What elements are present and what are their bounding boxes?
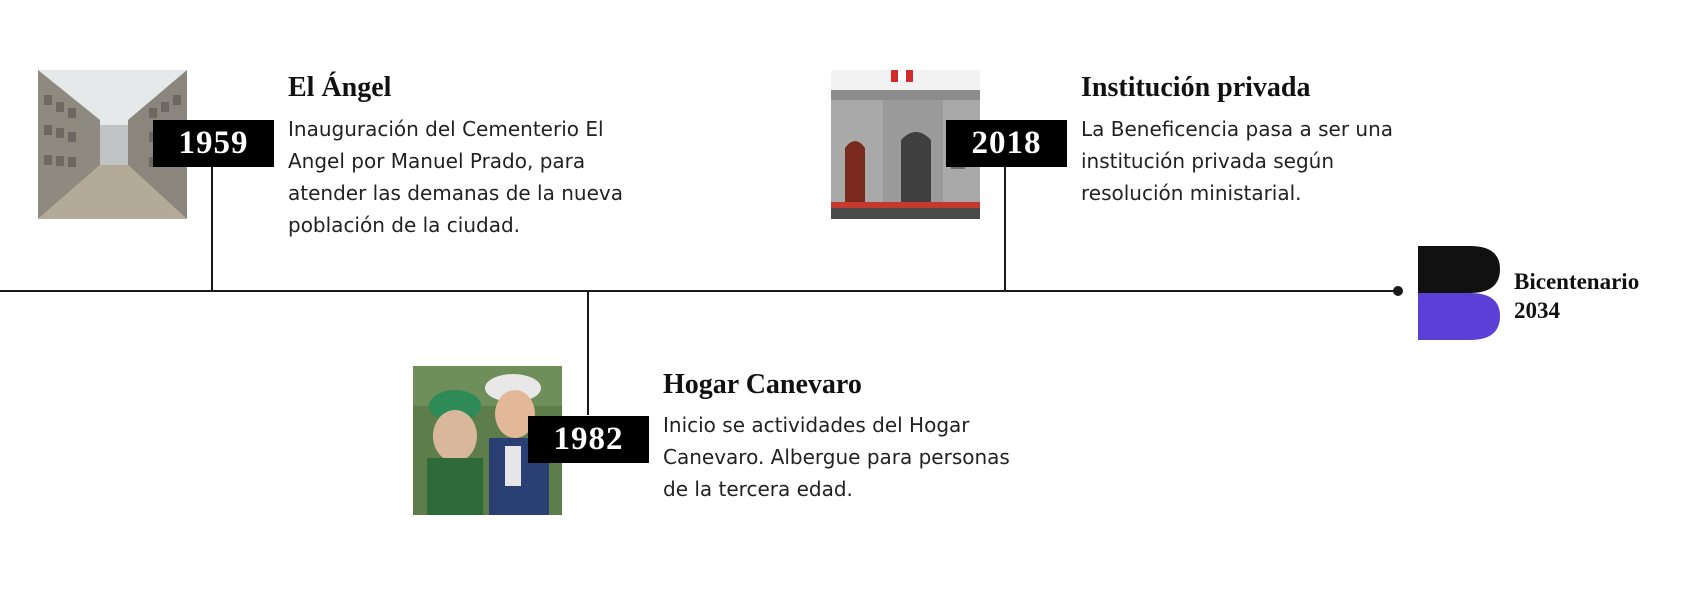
timeline-end-dot — [1393, 286, 1403, 296]
cemetery-photo — [38, 70, 187, 219]
event-title-2018: Institución privada — [1081, 72, 1311, 103]
event-description-1959: Inauguración del Cementerio El Angel por… — [288, 117, 623, 237]
brand-name: Bicentenario 2034 — [1514, 267, 1639, 325]
elderly-couple-photo — [413, 366, 562, 515]
year-badge-2018: 2018 — [946, 120, 1067, 167]
bicentenario-logo-icon — [1418, 246, 1500, 345]
connector-2018 — [1004, 166, 1006, 291]
connector-1982 — [587, 291, 589, 415]
brand-line-1: Bicentenario — [1514, 269, 1640, 294]
event-description-2018: La Beneficencia pasa a ser una instituci… — [1081, 117, 1394, 205]
brand-line-2: 2034 — [1514, 298, 1560, 323]
year-badge-1982: 1982 — [528, 416, 649, 463]
connector-1959 — [211, 166, 213, 291]
year-badge-1959: 1959 — [153, 120, 274, 167]
timeline-axis — [0, 290, 1398, 292]
event-description-1982: Inicio se actividades del Hogar Canevaro… — [663, 413, 1010, 501]
event-title-1959: El Ángel — [288, 72, 392, 103]
event-title-1982: Hogar Canevaro — [663, 369, 862, 400]
